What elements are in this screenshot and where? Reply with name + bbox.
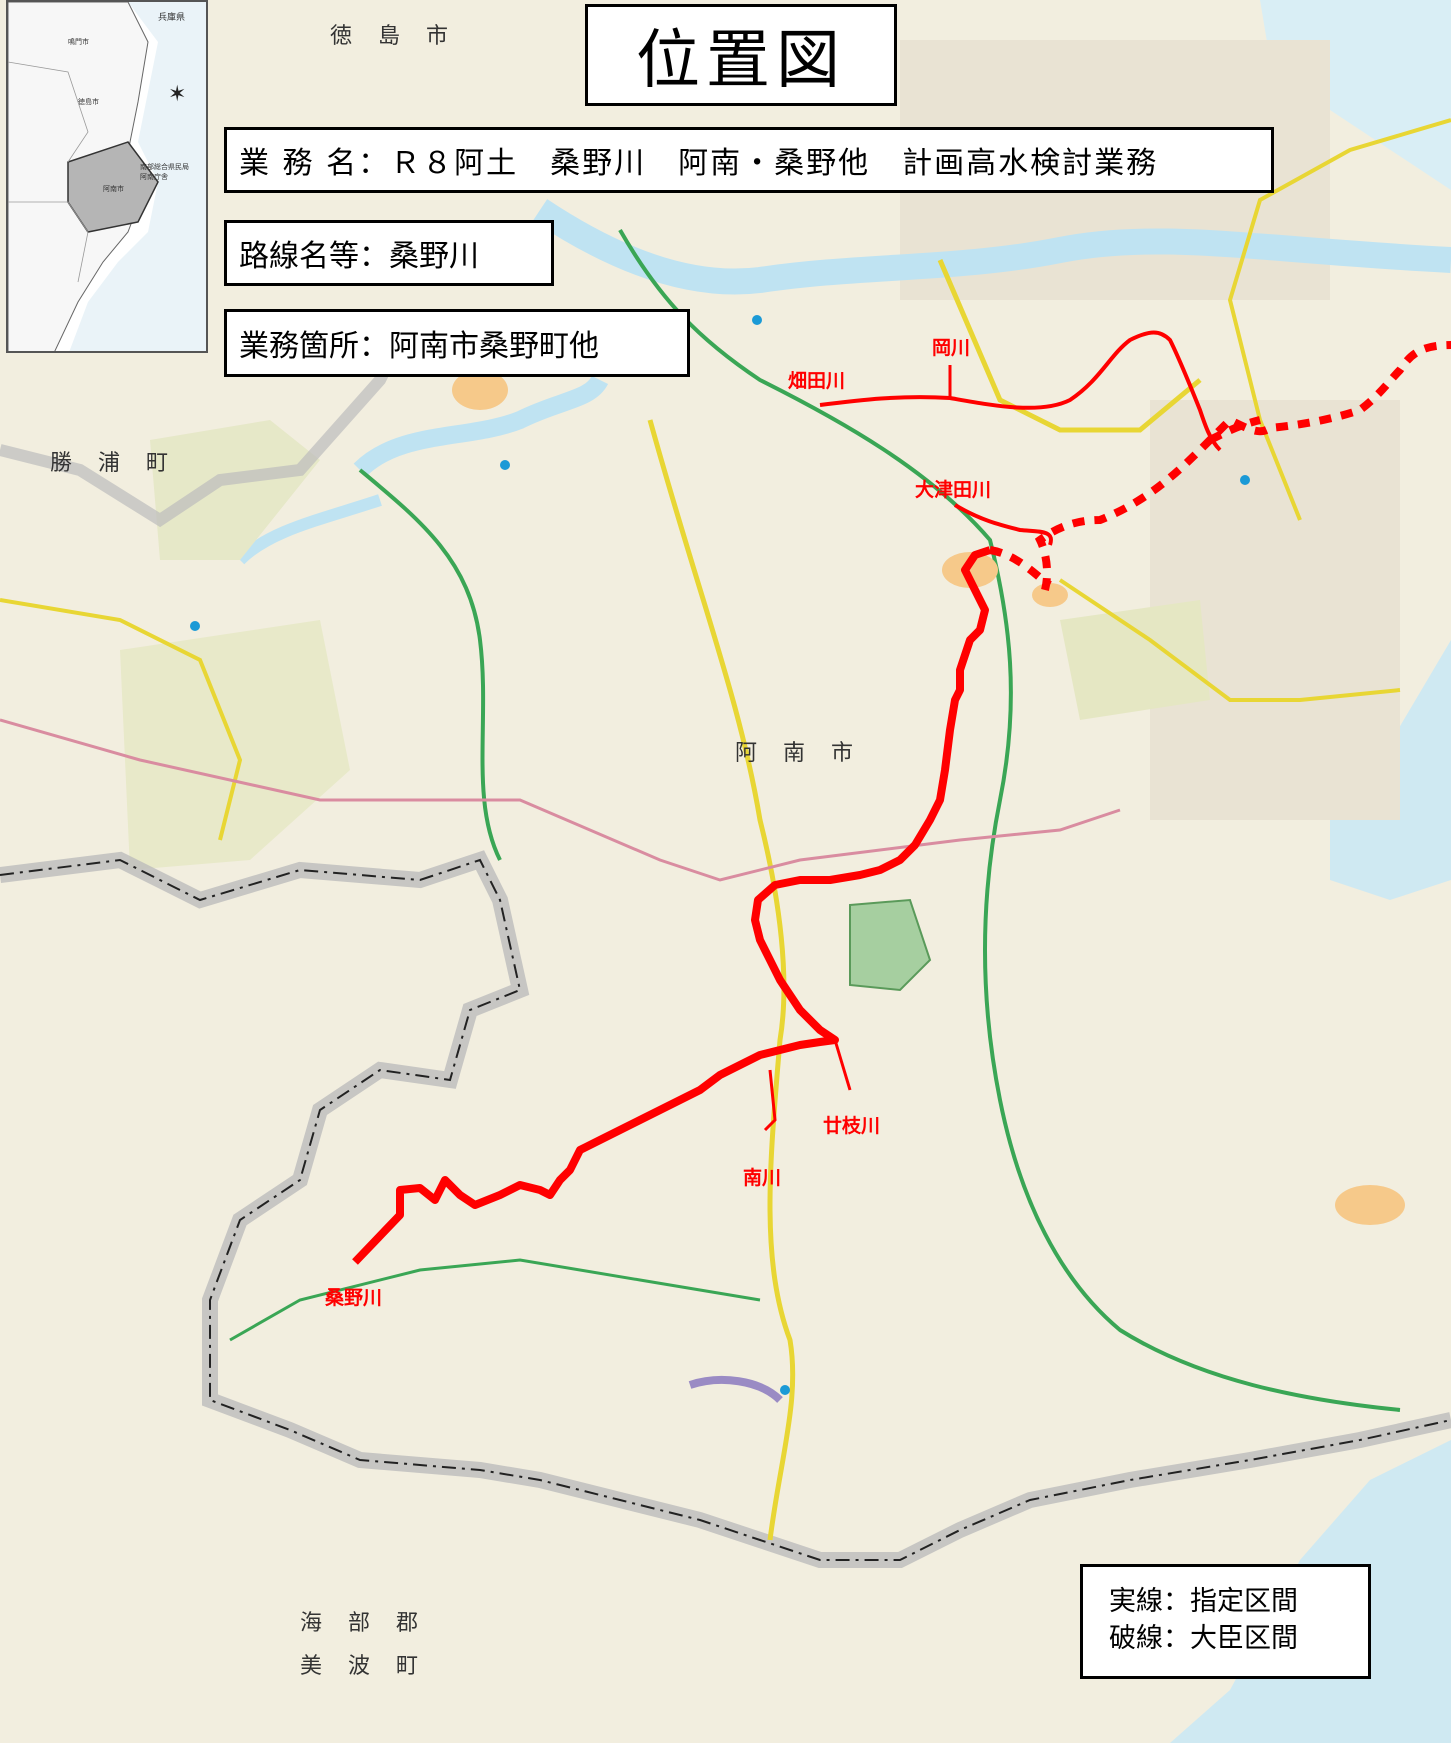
hill-shade-3 (1060, 600, 1210, 720)
place-label-minami-town: 美波町 (300, 1654, 445, 1679)
boundary-dash (0, 858, 1451, 1561)
dam-area-4 (452, 370, 508, 410)
inset-office-label: 南部総合県民局 阿南庁舎 (140, 163, 189, 181)
kuwano-river-minister (989, 341, 1451, 591)
dam-area (942, 552, 998, 588)
katsuura-river (353, 375, 609, 477)
dam-area-2 (1032, 583, 1068, 607)
tsuzura-river (833, 1039, 852, 1091)
place-label-katsuura: 勝浦町 (50, 451, 195, 476)
river-label-minami: 南川 (743, 1167, 782, 1189)
inset-map: 兵庫県 鳴門市 徳島市 阿南市 南部総合県民局 阿南庁舎 ✶ (6, 0, 208, 353)
road-yellow-2 (937, 259, 1202, 433)
road-yellow-5 (1227, 118, 1451, 521)
fukui-dam-lake (688, 1376, 783, 1403)
inset-prefecture-label: 兵庫県 (158, 13, 186, 23)
otsuda-river (953, 503, 1053, 546)
road-pink (0, 718, 1121, 882)
dam-marker (780, 1385, 790, 1395)
nagasaki-river (235, 494, 382, 565)
dam-marker (500, 460, 510, 470)
kuwano-river-minister-2 (1208, 416, 1261, 444)
kuwano-river-designated (352, 546, 992, 1265)
inset-naruto-label: 鳴門市 (68, 38, 89, 46)
north-arrow-icon: ✶ (168, 82, 187, 107)
place-label-anan: 阿南市 (735, 741, 880, 766)
river-label-kuwano: 桑野川 (325, 1287, 383, 1309)
legend-dashed: 破線：大臣区間 (1109, 1623, 1298, 1654)
inset-tokushima-label: 徳島市 (78, 98, 99, 106)
road-yellow-4 (1058, 578, 1401, 702)
legend-solid: 実線：指定区間 (1109, 1586, 1298, 1617)
minami-river (763, 1069, 777, 1132)
municipal-boundary (0, 850, 1451, 1568)
dam-marker (752, 315, 762, 325)
place-label-tokushima: 徳島市 (330, 24, 475, 49)
river-label-oka: 岡川 (932, 337, 971, 359)
park-area (849, 898, 932, 992)
hill-shade (150, 420, 320, 560)
dam-marker (190, 621, 200, 631)
inset-anan-label: 阿南市 (103, 185, 124, 193)
road-yellow (647, 419, 796, 1541)
task-name-box: 業 務 名：Ｒ８阿土 桑野川 阿南・桑野他 計画高水検討業務 (224, 127, 1274, 193)
location-box: 業務箇所：阿南市桑野町他 (224, 309, 690, 377)
road-green-3 (229, 1258, 761, 1342)
river-label-tsuzura: 廿枝川 (823, 1115, 881, 1137)
road-green (618, 229, 1401, 1412)
road-yellow-3 (0, 598, 243, 841)
river-label-otsuda: 大津田川 (915, 479, 992, 501)
river-label-hatakeda: 畑田川 (788, 370, 846, 392)
route-name-box: 路線名等：桑野川 (224, 220, 554, 286)
place-label-kaifu: 海部郡 (300, 1611, 445, 1636)
legend-box: 実線：指定区間 破線：大臣区間 (1080, 1564, 1371, 1679)
dam-marker (1240, 475, 1250, 485)
boundary-north (0, 337, 406, 528)
dam-area-3 (1335, 1185, 1405, 1225)
map-title: 位置図 (585, 4, 897, 106)
oka-river (819, 330, 1222, 452)
